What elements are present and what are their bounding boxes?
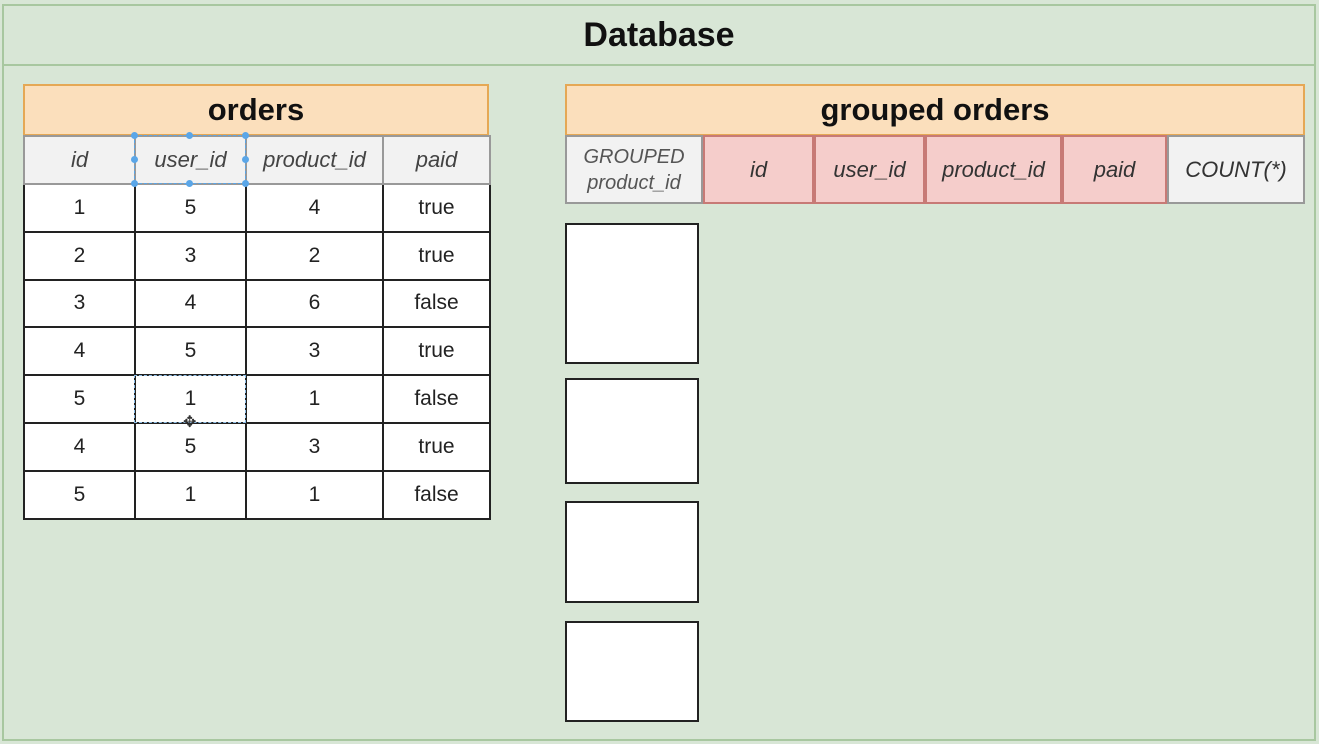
orders-col-user-id[interactable]: user_id: [134, 135, 247, 185]
table-cell[interactable]: 1: [134, 469, 247, 520]
table-cell[interactable]: 2: [245, 230, 384, 281]
orders-title-bar: orders: [23, 84, 489, 136]
table-cell[interactable]: 1: [23, 183, 136, 233]
group-box[interactable]: [565, 378, 699, 484]
table-cell[interactable]: false: [382, 374, 491, 424]
grouped-orders-header-row: GROUPED product_id id user_id product_id…: [565, 135, 1305, 204]
orders-col-product-id[interactable]: product_id: [245, 135, 384, 185]
resize-handle[interactable]: [131, 180, 138, 187]
table-row: 3 4 6 false: [23, 278, 491, 329]
table-cell[interactable]: 5: [23, 374, 136, 424]
resize-handle[interactable]: [131, 156, 138, 163]
table-row: 4 5 3 true: [23, 421, 491, 472]
grouped-label-line2: product_id: [587, 171, 681, 194]
grouped-col-paid[interactable]: paid: [1062, 135, 1167, 204]
group-box[interactable]: [565, 223, 699, 364]
table-cell[interactable]: 3: [245, 421, 384, 472]
orders-col-id[interactable]: id: [23, 135, 136, 185]
table-cell[interactable]: 4: [245, 183, 384, 233]
table-cell[interactable]: true: [382, 421, 491, 472]
table-cell[interactable]: 1: [245, 374, 384, 424]
table-cell[interactable]: 6: [245, 278, 384, 329]
table-cell[interactable]: 3: [245, 326, 384, 377]
grouped-orders-title: grouped orders: [820, 92, 1050, 127]
table-cell[interactable]: 5: [134, 183, 247, 233]
database-title: Database: [583, 15, 735, 54]
table-cell[interactable]: 4: [23, 326, 136, 377]
orders-table: id user_id product_id paid 1 5 4 true 2 …: [23, 135, 491, 520]
resize-handle[interactable]: [186, 132, 193, 139]
table-cell[interactable]: true: [382, 183, 491, 233]
table-cell[interactable]: 4: [23, 421, 136, 472]
resize-handle[interactable]: [131, 132, 138, 139]
table-cell[interactable]: 3: [134, 230, 247, 281]
grouped-orders-title-bar: grouped orders: [565, 84, 1305, 136]
table-row: 1 5 4 true: [23, 183, 491, 233]
table-row: 5 1 1 false: [23, 374, 491, 424]
table-cell[interactable]: true: [382, 326, 491, 377]
table-row: 4 5 3 true: [23, 326, 491, 377]
table-row: 2 3 2 true: [23, 230, 491, 281]
orders-header-row: id user_id product_id paid: [23, 135, 491, 185]
grouped-col-user-id[interactable]: user_id: [814, 135, 925, 204]
move-cursor-icon: ✥: [183, 414, 197, 431]
table-cell[interactable]: 1: [134, 374, 247, 424]
grouped-col-count[interactable]: COUNT(*): [1167, 135, 1305, 204]
resize-handle[interactable]: [242, 156, 249, 163]
table-cell[interactable]: 2: [23, 230, 136, 281]
resize-handle[interactable]: [242, 180, 249, 187]
orders-col-paid[interactable]: paid: [382, 135, 491, 185]
table-cell[interactable]: 1: [245, 469, 384, 520]
orders-title: orders: [207, 92, 305, 127]
grouped-col-id[interactable]: id: [703, 135, 814, 204]
table-cell[interactable]: 5: [23, 469, 136, 520]
resize-handle[interactable]: [186, 180, 193, 187]
group-box[interactable]: [565, 621, 699, 722]
database-header: Database: [2, 4, 1316, 66]
table-cell[interactable]: 3: [23, 278, 136, 329]
table-cell[interactable]: true: [382, 230, 491, 281]
group-box[interactable]: [565, 501, 699, 603]
table-row: 5 1 1 false: [23, 469, 491, 520]
table-cell[interactable]: false: [382, 278, 491, 329]
table-cell[interactable]: 5: [134, 326, 247, 377]
table-cell[interactable]: 5: [134, 421, 247, 472]
grouped-col-grouped-product-id[interactable]: GROUPED product_id: [565, 135, 703, 204]
resize-handle[interactable]: [242, 132, 249, 139]
grouped-col-product-id[interactable]: product_id: [925, 135, 1062, 204]
table-cell[interactable]: false: [382, 469, 491, 520]
table-cell[interactable]: 4: [134, 278, 247, 329]
grouped-label-line1: GROUPED: [583, 145, 685, 168]
